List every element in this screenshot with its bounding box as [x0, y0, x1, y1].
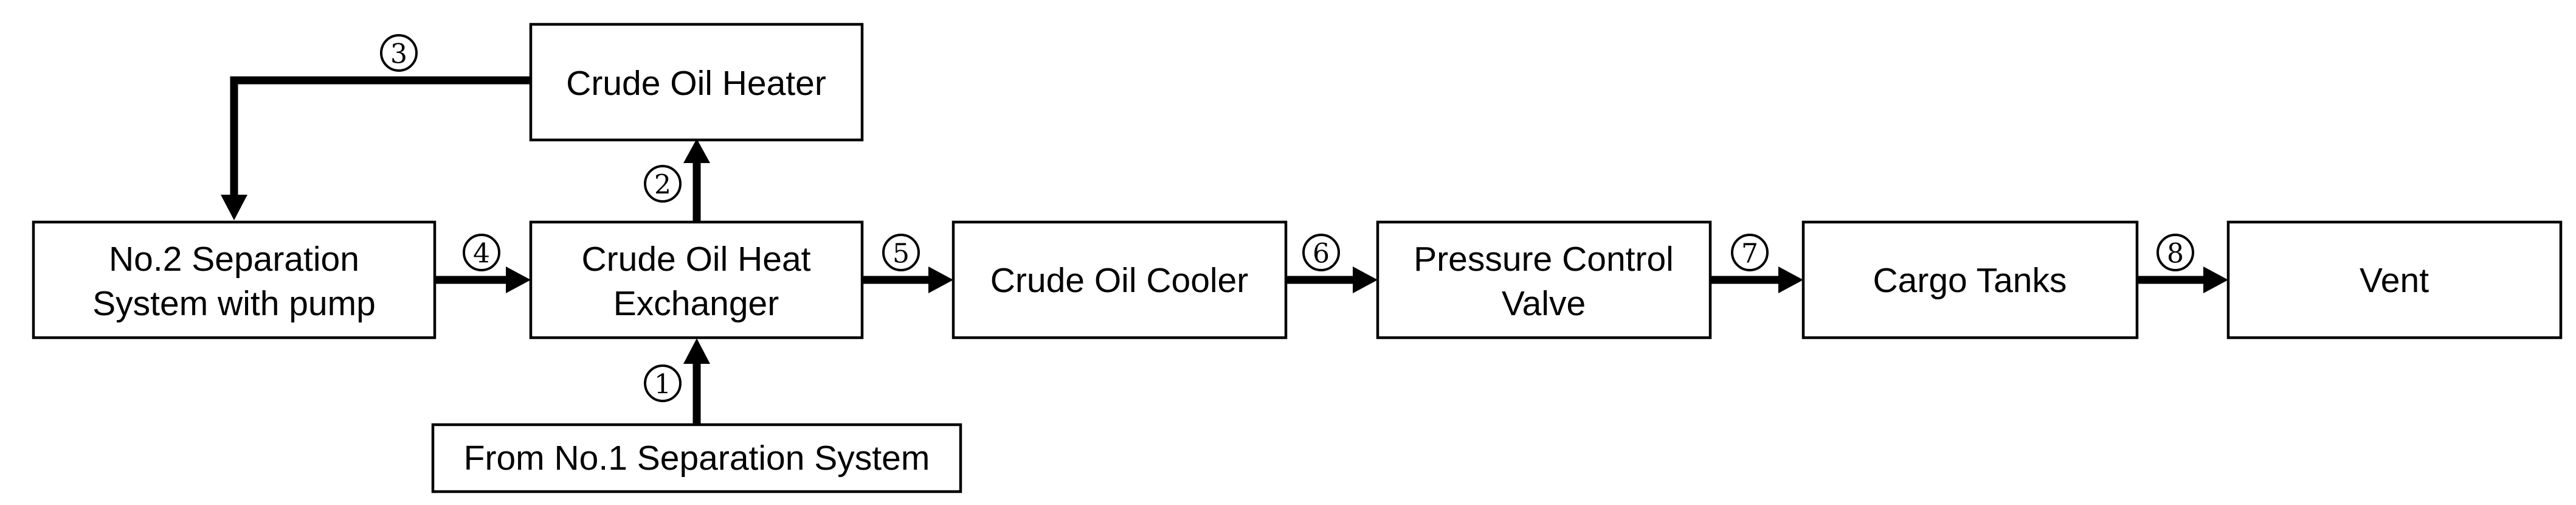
stream-7-arrowhead: [1778, 266, 1803, 293]
stream-8-marker: 8: [2156, 234, 2194, 271]
stream-6-number: 6: [1313, 239, 1330, 270]
stream-2-arrowhead: [683, 139, 710, 163]
cargo-tanks-box: Cargo Tanks: [1801, 220, 2139, 340]
stream-5-number: 5: [893, 239, 910, 270]
stream-1-arrowhead: [683, 338, 710, 364]
pressure-valve-label-line1: Pressure Control: [1414, 240, 1674, 279]
stream-8-arrowhead: [2203, 266, 2228, 293]
crude-oil-cooler-box: Crude Oil Cooler: [951, 220, 1288, 340]
stream-2-marker: 2: [644, 165, 682, 203]
stream-1-number: 1: [654, 369, 671, 400]
no2-separation-label-line1: No.2 Separation: [109, 240, 359, 279]
stream-4-marker: 4: [463, 234, 500, 271]
pressure-valve-label-line2: Valve: [1502, 284, 1586, 323]
no1-separation-label: From No.1 Separation System: [464, 439, 930, 478]
heat-exchanger-label-line1: Crude Oil Heat: [582, 240, 811, 279]
crude-oil-heater-box: Crude Oil Heater: [529, 23, 864, 142]
stream-6-marker: 6: [1302, 234, 1340, 271]
vent-box: Vent: [2226, 220, 2563, 340]
crude-oil-cooler-label: Crude Oil Cooler: [990, 261, 1249, 300]
no2-separation-box: No.2 Separation System with pump: [32, 220, 437, 340]
no2-separation-label-line2: System with pump: [92, 284, 376, 323]
cargo-tanks-label: Cargo Tanks: [1873, 261, 2067, 300]
stream-3-arrowhead: [221, 195, 247, 220]
stream-3-marker: 3: [380, 34, 418, 72]
stream-2-number: 2: [654, 170, 671, 201]
stream-7-marker: 7: [1731, 234, 1769, 271]
stream-5-marker: 5: [882, 234, 920, 271]
crude-oil-heat-exchanger-box: Crude Oil Heat Exchanger: [529, 220, 864, 340]
stream-1-marker: 1: [644, 364, 682, 402]
stream-3-number: 3: [390, 39, 407, 70]
no1-separation-box: From No.1 Separation System: [431, 423, 962, 493]
stream-7-number: 7: [1741, 239, 1758, 270]
stream-4-number: 4: [473, 239, 490, 270]
vent-label: Vent: [2360, 261, 2429, 300]
stream-3-line: [230, 76, 531, 195]
stream-5-arrowhead: [928, 266, 953, 293]
stream-4-arrowhead: [506, 266, 531, 293]
stream-6-arrowhead: [1353, 266, 1378, 293]
heat-exchanger-label-line2: Exchanger: [613, 284, 779, 323]
crude-oil-heater-label: Crude Oil Heater: [566, 64, 826, 103]
pressure-control-valve-box: Pressure Control Valve: [1376, 220, 1712, 340]
stream-8-number: 8: [2167, 239, 2184, 270]
